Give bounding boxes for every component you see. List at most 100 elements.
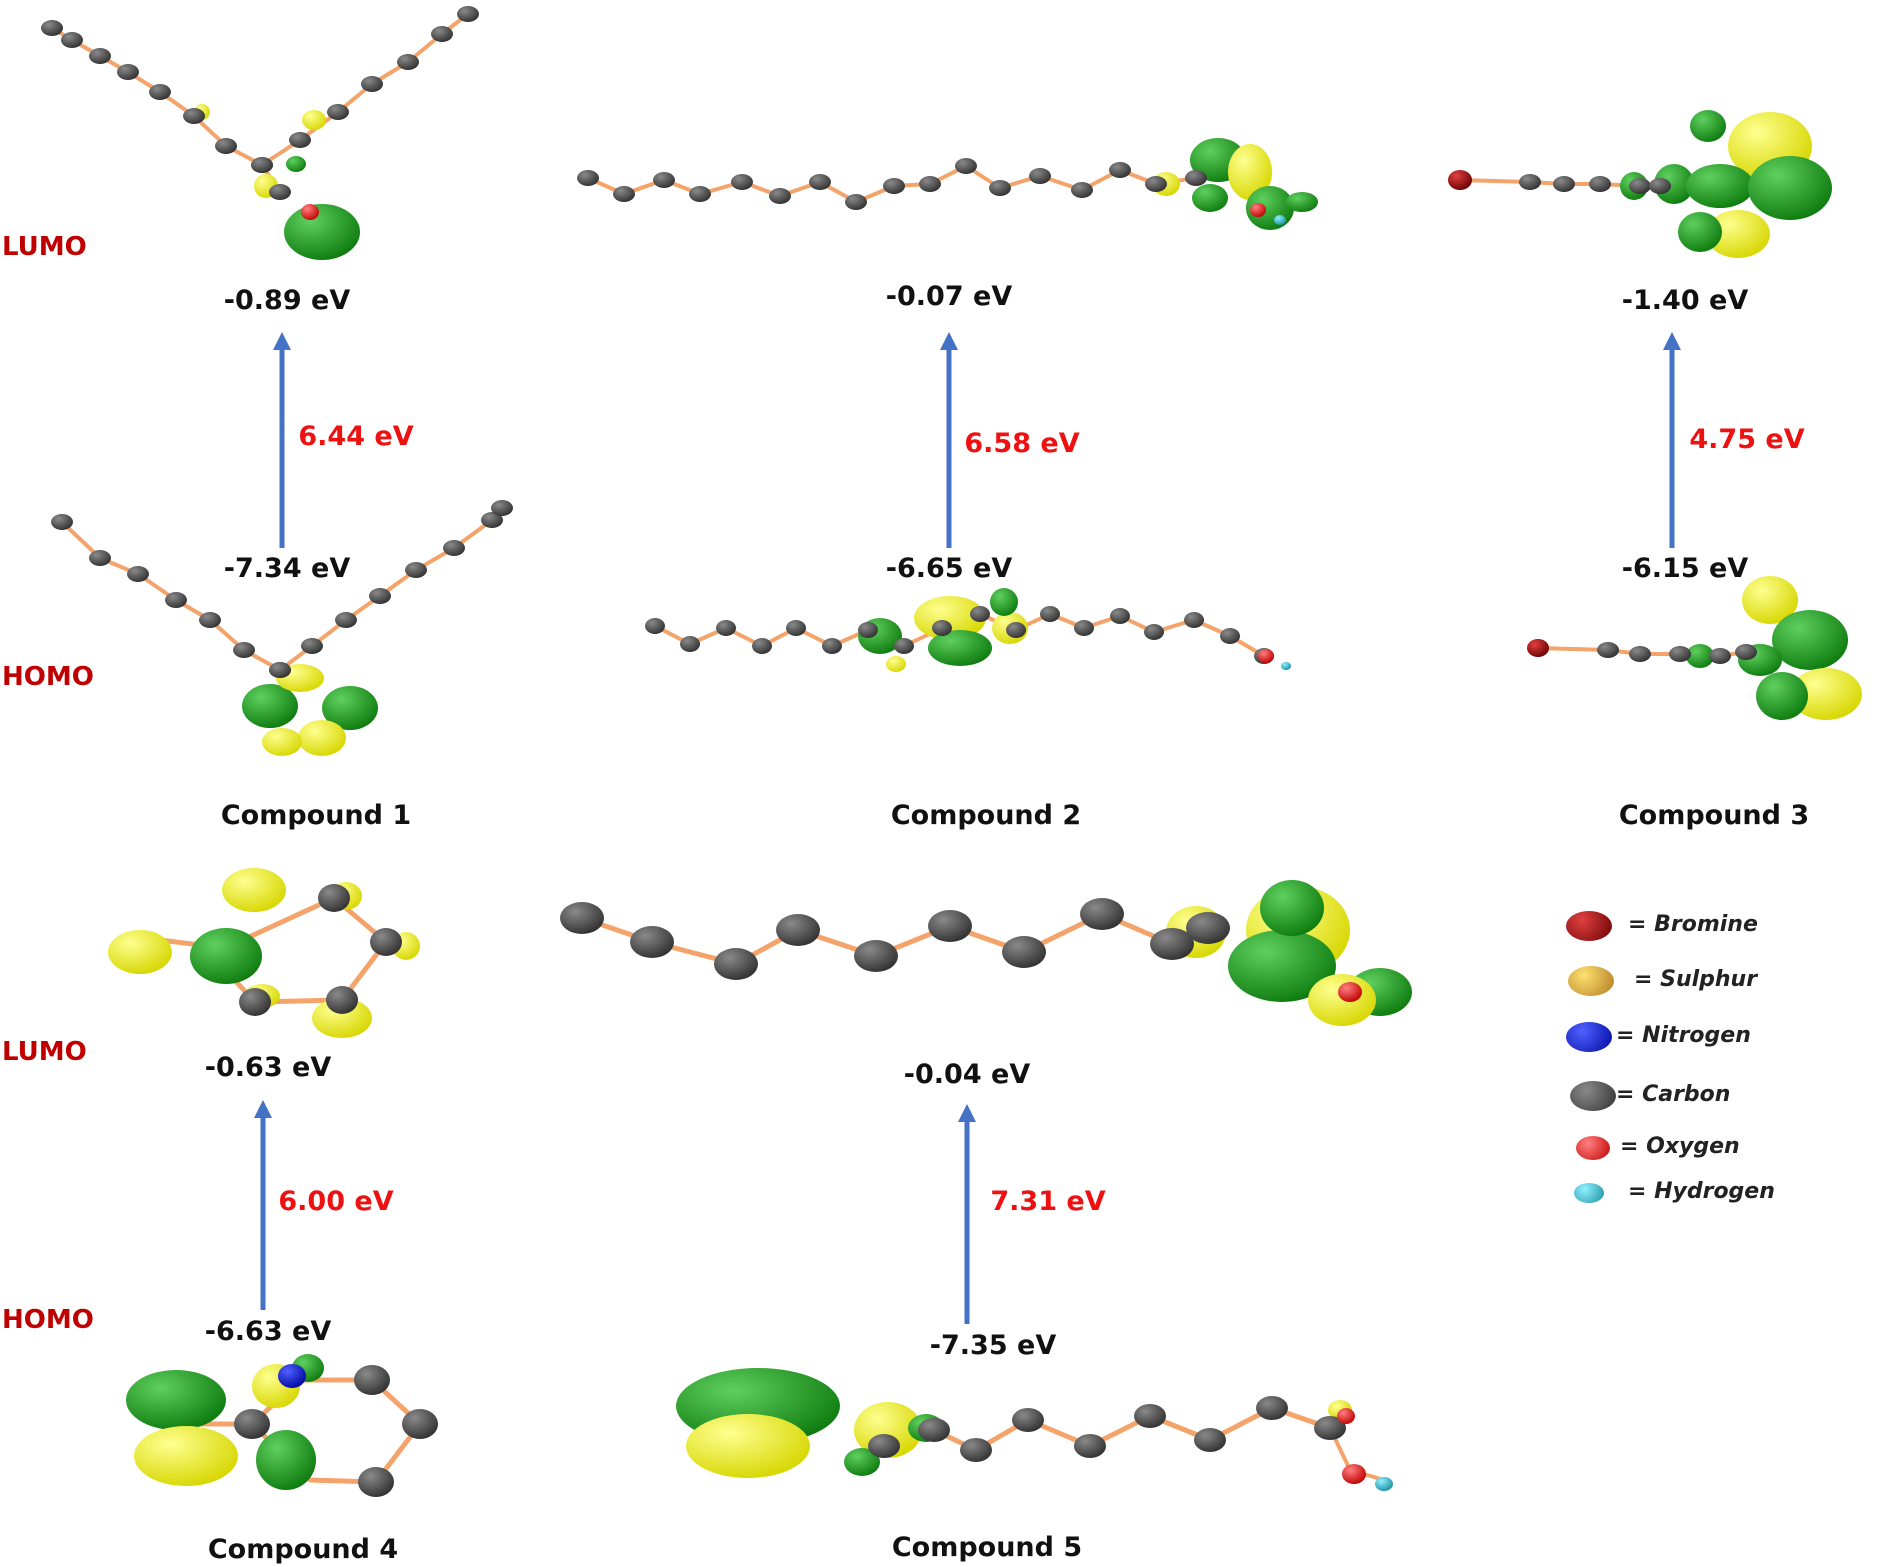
- compound-5-lumo-energy: -0.04 eV: [903, 1059, 1031, 1090]
- c2-lumo-yellow-lobe: [1228, 144, 1272, 200]
- c3-lumo-green-lobe-3: [1686, 164, 1754, 208]
- c3-lumo-carbon-atom: [1589, 176, 1611, 192]
- c4-lumo-yellow-lobe-3: [312, 998, 372, 1038]
- c4-homo-carbon-atom: [358, 1467, 394, 1497]
- c5-lumo-green-lobe: [1228, 930, 1336, 1002]
- c2-homo-yellow-lobe-3: [886, 656, 906, 672]
- legend: = Bromine = Sulphur = Nitrogen = Carbon …: [1566, 908, 1866, 1218]
- c5-lumo-yellow-lobe-2: [1308, 974, 1376, 1026]
- c1-homo-carbon-atom: [165, 592, 187, 608]
- c1-lumo-carbon-atom: [149, 84, 171, 100]
- c3-lumo-yellow-lobe-2: [1706, 210, 1770, 258]
- hydrogen-ball-icon: [1574, 1183, 1604, 1203]
- c2-homo-carbon-atom: [1040, 606, 1060, 622]
- c2-lumo-carbon-atom: [809, 174, 831, 190]
- c3-homo-bromine-atom: [1527, 639, 1549, 657]
- homo-label-top: HOMO: [2, 662, 94, 692]
- c3-lumo-carbon-atom: [1519, 174, 1541, 190]
- c5-lumo-carbon-atom: [1002, 936, 1046, 968]
- c4-homo-carbon-atom: [354, 1365, 390, 1395]
- c5-homo-hydrogen-atom: [1375, 1477, 1393, 1491]
- oxygen-ball-icon: [1576, 1136, 1610, 1160]
- c1-homo-carbon-atom: [481, 512, 503, 528]
- c5-homo-carbon-atom: [1314, 1416, 1346, 1440]
- compound-1-gap: 6.44 eV: [298, 421, 414, 452]
- c5-homo-carbon-atom: [1256, 1396, 1288, 1420]
- c4-lumo-yellow-lobe-2: [108, 930, 172, 974]
- c1-lumo-yellow-lobe-2: [302, 110, 326, 130]
- c2-arrow-head: [940, 332, 958, 350]
- c1-lumo-carbon-atom: [269, 184, 291, 200]
- c1-homo-yellow-lobe-3: [262, 728, 302, 756]
- c1-homo-carbon-atom: [335, 612, 357, 628]
- c1-lumo-carbon-atom: [183, 108, 205, 124]
- compound-2-lumo-energy: -0.07 eV: [885, 281, 1013, 312]
- c2-homo-carbon-atom: [680, 636, 700, 652]
- c3-homo-carbon-atom: [1709, 648, 1731, 664]
- c1-lumo-oxygen-atom: [301, 204, 319, 220]
- compound-4-lumo-energy: -0.63 eV: [204, 1052, 332, 1083]
- c3-homo-carbon-atom: [1735, 644, 1757, 660]
- c1-homo-carbon-atom: [199, 612, 221, 628]
- legend-label-nitrogen: = Nitrogen: [1616, 1023, 1751, 1048]
- compound-1-homo-energy: -7.34 eV: [223, 553, 351, 584]
- c5-lumo-carbon-atom: [1150, 928, 1194, 960]
- c4-arrow-head: [254, 1100, 272, 1118]
- c4-homo-green-lobe-2: [256, 1430, 316, 1490]
- c3-lumo-carbon-atom: [1629, 178, 1651, 194]
- c1-homo-carbon-atom: [89, 550, 111, 566]
- c1-arrow-head: [273, 332, 291, 350]
- sulphur-ball-icon: [1568, 966, 1614, 996]
- c4-homo-carbon-atom: [234, 1409, 270, 1439]
- c1-homo-carbon-atom: [443, 540, 465, 556]
- compound-5-name: Compound 5: [891, 1532, 1083, 1563]
- c4-homo-green-lobe: [126, 1370, 226, 1430]
- c5-lumo-carbon-atom: [560, 902, 604, 934]
- c1-lumo-carbon-atom: [41, 20, 63, 36]
- c5-homo-oxygen-atom: [1337, 1408, 1355, 1424]
- c2-homo-green-lobe: [928, 630, 992, 666]
- c2-homo-carbon-atom: [970, 606, 990, 622]
- c3-homo-carbon-atom: [1629, 646, 1651, 662]
- c1-lumo-carbon-atom: [431, 26, 453, 42]
- c5-lumo-carbon-atom: [630, 926, 674, 958]
- c2-homo-carbon-atom: [894, 638, 914, 654]
- c5-homo-carbon-atom: [960, 1438, 992, 1462]
- compound-2-homo-energy: -6.65 eV: [885, 553, 1013, 584]
- c2-lumo-oxygen-atom: [1250, 203, 1266, 217]
- compound-3-homo-energy: -6.15 eV: [1621, 553, 1749, 584]
- c1-homo-carbon-atom: [369, 588, 391, 604]
- c2-lumo-green-lobe-4: [1286, 192, 1318, 212]
- legend-label-carbon: = Carbon: [1616, 1082, 1731, 1107]
- c1-homo-carbon-atom: [269, 662, 291, 678]
- c2-lumo-carbon-atom: [1145, 176, 1167, 192]
- c2-homo-yellow-lobe: [914, 596, 986, 640]
- c3-homo-green-lobe-3: [1686, 644, 1714, 668]
- c1-homo-carbon-atom: [51, 514, 73, 530]
- homo-label-bottom: HOMO: [2, 1305, 94, 1335]
- c5-lumo-carbon-atom: [1186, 912, 1230, 944]
- c2-lumo-carbon-atom: [919, 176, 941, 192]
- legend-label-hydrogen: = Hydrogen: [1628, 1179, 1775, 1204]
- c4-homo-nitrogen-atom: [278, 1364, 306, 1388]
- c4-homo-yellow-lobe: [134, 1426, 238, 1486]
- c1-homo-green-lobe: [242, 684, 298, 728]
- c1-lumo-carbon-atom: [251, 157, 273, 173]
- c1-homo-carbon-atom: [127, 566, 149, 582]
- c2-homo-carbon-atom: [1006, 622, 1026, 638]
- c1-lumo-bonds: [50, 26, 282, 194]
- c2-lumo-carbon-atom: [1029, 168, 1051, 184]
- legend-label-oxygen: = Oxygen: [1620, 1134, 1740, 1159]
- c5-homo-carbon-atom: [1134, 1404, 1166, 1428]
- legend-label-sulphur: = Sulphur: [1634, 967, 1758, 992]
- nitrogen-ball-icon: [1566, 1022, 1612, 1052]
- compound-5-gap: 7.31 eV: [990, 1186, 1106, 1217]
- bromine-ball-icon: [1566, 911, 1612, 941]
- c2-lumo-carbon-atom: [1071, 182, 1093, 198]
- c1-lumo-green-lobe: [284, 204, 360, 260]
- c3-lumo-green-lobe-4: [1748, 156, 1832, 220]
- lumo-label-top: LUMO: [2, 232, 87, 262]
- c4-lumo-carbon-atom: [318, 884, 350, 912]
- c5-homo-yellow-lobe: [686, 1414, 810, 1478]
